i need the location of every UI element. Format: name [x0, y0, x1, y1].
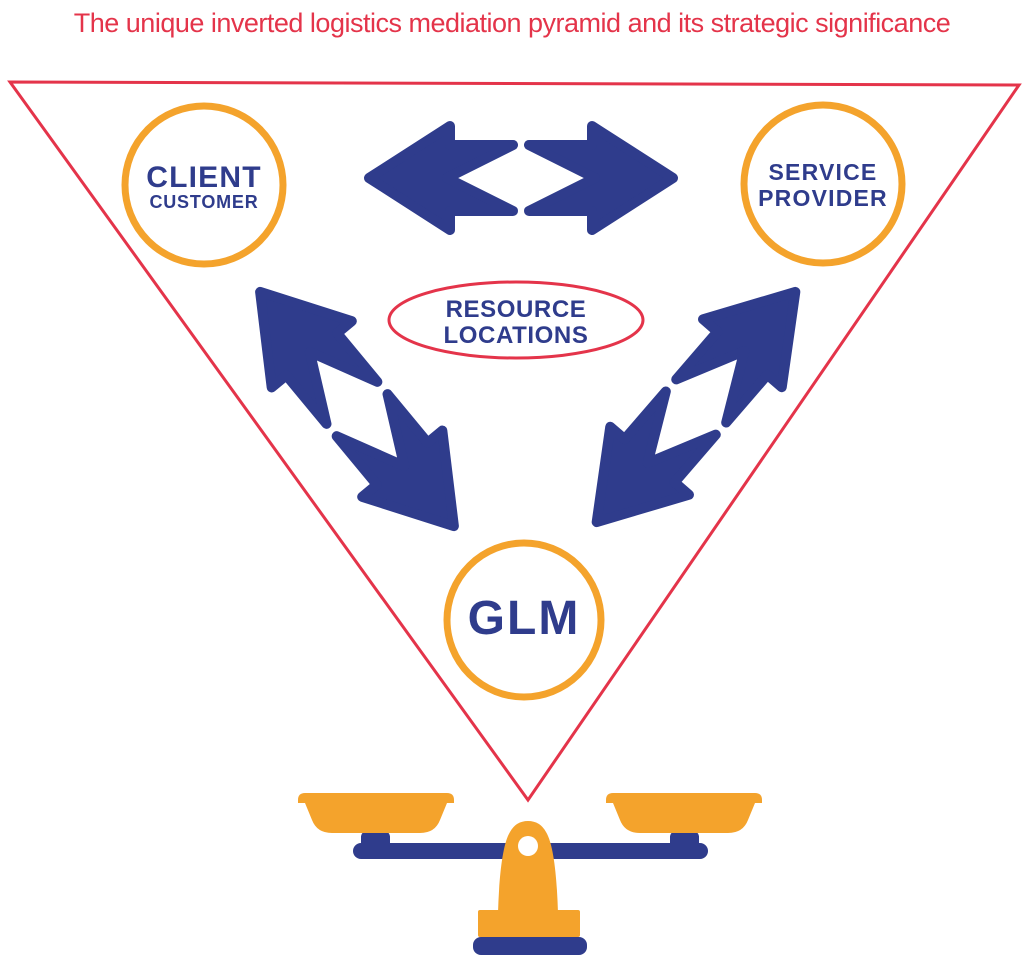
- inverted-pyramid-outline: [7, 80, 1022, 803]
- client-label: CLIENT: [146, 161, 262, 194]
- double-arrow-client-service-icon: [369, 126, 673, 230]
- service-label: SERVICE: [769, 159, 878, 185]
- diagram-title: The unique inverted logistics mediation …: [73, 8, 951, 38]
- resource-locations-ellipse: [387, 280, 645, 360]
- node-resource-locations: RESOURCE LOCATIONS: [387, 280, 645, 360]
- service-provider-circle: [740, 101, 906, 267]
- node-glm: GLM: [443, 539, 605, 701]
- balance-scale-icon: [298, 793, 762, 955]
- client-customer-circle: [121, 102, 287, 268]
- glm-label: GLM: [468, 592, 581, 645]
- locations-label: LOCATIONS: [444, 322, 589, 349]
- glm-circle: [443, 539, 605, 701]
- customer-label: CUSTOMER: [149, 192, 258, 212]
- node-service-provider: SERVICE PROVIDER: [740, 101, 906, 267]
- node-client-customer: CLIENT CUSTOMER: [121, 102, 287, 268]
- provider-label: PROVIDER: [758, 185, 888, 211]
- resource-label: RESOURCE: [446, 296, 587, 323]
